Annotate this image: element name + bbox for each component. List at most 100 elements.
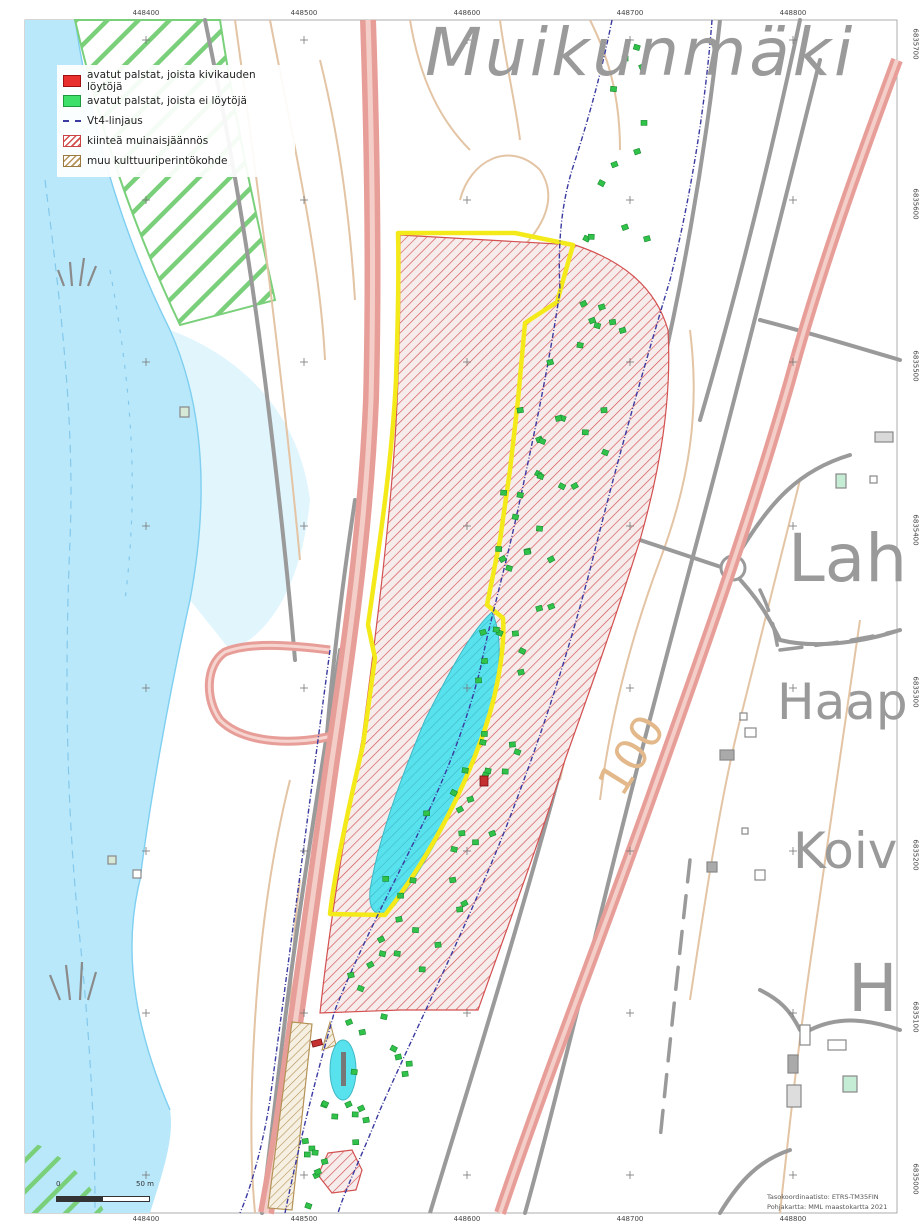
plot-no-finds[interactable] [576,341,584,349]
plot-no-finds[interactable] [643,235,651,243]
plot-no-finds[interactable] [450,845,458,853]
plot-no-finds[interactable] [378,950,387,958]
plot-no-finds[interactable] [389,1044,398,1053]
plot-no-finds[interactable] [557,482,567,491]
plot-no-finds[interactable] [554,414,563,422]
plot-no-finds[interactable] [505,564,514,572]
plot-no-finds[interactable] [488,829,497,838]
plot-no-finds[interactable] [610,160,619,169]
plot-no-finds[interactable] [495,546,503,552]
plot-no-finds[interactable] [538,437,547,446]
plot-no-finds[interactable] [587,233,595,240]
plot-no-finds[interactable] [412,927,419,934]
plot-no-finds[interactable] [581,429,589,436]
plot-no-finds[interactable] [597,179,606,188]
plot-no-finds[interactable] [579,299,588,308]
plot-no-finds[interactable] [535,604,544,613]
plot-no-finds[interactable] [570,481,579,491]
plot-no-finds[interactable] [393,950,401,957]
plot-no-finds[interactable] [588,316,597,325]
plot-no-finds[interactable] [640,120,648,126]
plot-no-finds[interactable] [344,1100,353,1109]
plot-no-finds[interactable] [480,657,489,665]
plot-no-finds[interactable] [344,1018,354,1027]
plot-no-finds[interactable] [609,85,618,93]
plot-no-finds[interactable] [535,525,544,532]
plot-no-finds[interactable] [516,491,524,499]
plot-no-finds[interactable] [517,668,525,676]
plot-no-finds[interactable] [608,318,617,326]
plot-no-finds[interactable] [481,730,488,737]
plot-no-finds[interactable] [597,303,606,311]
plot-no-finds[interactable] [518,647,527,656]
plot-no-finds[interactable] [382,876,390,882]
plot-no-finds[interactable] [456,906,464,913]
plot-no-finds[interactable] [331,1113,339,1120]
plot-no-finds[interactable] [472,839,479,846]
plot-no-finds[interactable] [620,223,630,231]
plot-no-finds[interactable] [356,984,365,993]
plot-no-finds[interactable] [600,407,608,414]
plot-no-finds[interactable] [461,767,469,774]
plot-no-finds[interactable] [516,406,524,414]
plot-no-finds[interactable] [303,1151,311,1158]
plot-no-finds[interactable] [546,555,556,564]
plot-no-finds[interactable] [546,358,555,366]
plot-no-finds[interactable] [409,877,417,884]
plot-no-finds[interactable] [638,62,647,71]
plot-no-finds[interactable] [376,935,386,944]
plot-no-finds[interactable] [357,1104,366,1113]
plot-no-finds[interactable] [320,1099,330,1108]
plot-no-finds[interactable] [394,1053,403,1061]
plot-no-finds[interactable] [449,876,457,884]
plot-no-finds[interactable] [536,472,545,480]
plot-no-finds[interactable] [423,810,430,817]
plot-no-finds[interactable] [301,1137,309,1145]
plot-no-finds[interactable] [313,1167,322,1176]
plot-no-finds[interactable] [547,602,556,611]
plot-no-finds[interactable] [633,147,642,156]
plot-no-finds[interactable] [455,805,465,814]
plot-no-finds[interactable] [380,1013,388,1021]
plot-no-finds[interactable] [501,768,509,775]
plot-no-finds[interactable] [401,1070,409,1078]
plot-no-finds[interactable] [498,554,507,564]
plot-no-finds[interactable] [405,1060,413,1067]
plot-no-finds[interactable] [511,513,520,521]
plot-no-finds[interactable] [621,55,629,62]
plot-no-finds[interactable] [351,1111,359,1118]
plot-no-finds[interactable] [395,915,403,923]
plot-no-finds[interactable] [492,626,500,633]
plot-no-finds[interactable] [460,899,469,908]
plot-no-finds[interactable] [347,971,355,979]
plot-no-finds[interactable] [358,1028,367,1036]
plot-with-finds[interactable] [479,775,489,787]
plot-no-finds[interactable] [458,830,466,837]
plot-no-finds[interactable] [618,326,627,335]
plot-no-finds[interactable] [434,941,442,948]
plot-no-finds[interactable] [311,1149,319,1156]
plot-no-finds[interactable] [523,548,531,556]
plot-no-finds[interactable] [366,960,375,969]
plot-no-finds[interactable] [475,677,482,684]
plot-no-finds[interactable] [352,1139,360,1146]
plot-no-finds[interactable] [304,1202,313,1210]
plot-no-finds[interactable] [478,628,488,637]
plot-no-finds[interactable] [320,1158,329,1166]
plot-with-finds[interactable] [310,1038,324,1048]
plot-no-finds[interactable] [513,748,522,756]
plot-no-finds[interactable] [362,1116,370,1124]
plot-no-finds[interactable] [601,448,610,457]
plot-no-finds[interactable] [508,741,516,748]
plot-no-finds[interactable] [632,43,641,52]
plot-no-finds[interactable] [397,892,404,899]
plot-no-finds[interactable] [350,1068,358,1076]
plot-no-finds[interactable] [418,966,426,973]
plot-no-finds[interactable] [466,795,475,803]
plot-no-finds[interactable] [479,738,487,746]
plot-no-finds[interactable] [511,630,519,637]
plot-no-finds[interactable] [449,788,459,797]
plot-no-finds[interactable] [593,321,602,330]
plot-no-finds[interactable] [500,489,508,496]
